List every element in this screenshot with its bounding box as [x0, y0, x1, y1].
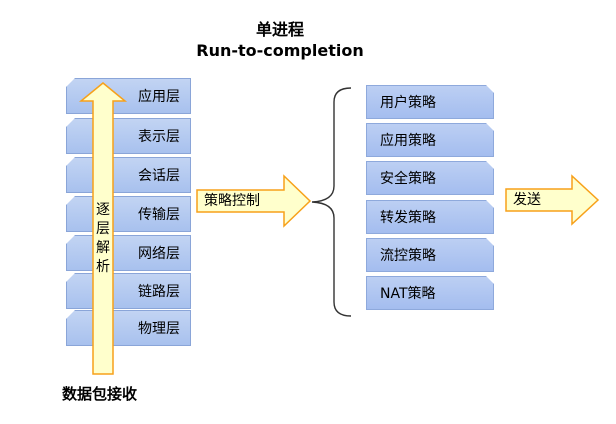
diagram-title: 单进程 [255, 20, 304, 39]
policy-flow-control-label: 流控策略 [380, 248, 436, 264]
layer-session-label: 会话层 [138, 168, 180, 184]
parse-arrow-text: 逐 层 解 析 [92, 201, 114, 277]
parse-char-3: 解 [96, 240, 110, 256]
parse-char-4: 析 [96, 259, 110, 275]
layer-transport-label: 传输层 [138, 207, 180, 223]
policy-application-label: 应用策略 [380, 133, 436, 149]
packet-receive-label: 数据包接收 [62, 385, 138, 403]
policy-security-label: 安全策略 [380, 171, 436, 187]
layer-network: 网络层 [66, 235, 191, 271]
policy-forwarding: 转发策略 [366, 200, 494, 234]
policy-forwarding-label: 转发策略 [380, 210, 436, 226]
layer-network-label: 网络层 [138, 246, 180, 262]
policy-flow-control: 流控策略 [366, 238, 494, 272]
policy-application: 应用策略 [366, 123, 494, 157]
layer-physical-label: 物理层 [138, 321, 180, 337]
policy-user-label: 用户策略 [380, 95, 436, 111]
policy-control-arrow [196, 174, 312, 228]
layer-application-label: 应用层 [138, 89, 180, 105]
layer-presentation: 表示层 [66, 118, 191, 154]
policy-user: 用户策略 [366, 85, 494, 119]
policy-control-label: 策略控制 [204, 193, 260, 209]
diagram-subtitle: Run-to-completion [196, 41, 364, 60]
parse-char-1: 逐 [96, 202, 110, 218]
send-arrow [505, 174, 600, 226]
layer-datalink-label: 链路层 [138, 284, 180, 300]
policy-brace [311, 87, 352, 317]
policy-security: 安全策略 [366, 161, 494, 195]
parse-up-arrow [78, 82, 128, 375]
policy-nat-label: NAT策略 [380, 286, 436, 302]
layer-session: 会话层 [66, 157, 191, 193]
layer-physical: 物理层 [66, 310, 191, 346]
policy-nat: NAT策略 [366, 276, 494, 310]
send-label: 发送 [513, 192, 541, 208]
layer-transport: 传输层 [66, 196, 191, 232]
layer-datalink: 链路层 [66, 273, 191, 309]
parse-char-2: 层 [96, 221, 110, 237]
layer-presentation-label: 表示层 [138, 129, 180, 145]
